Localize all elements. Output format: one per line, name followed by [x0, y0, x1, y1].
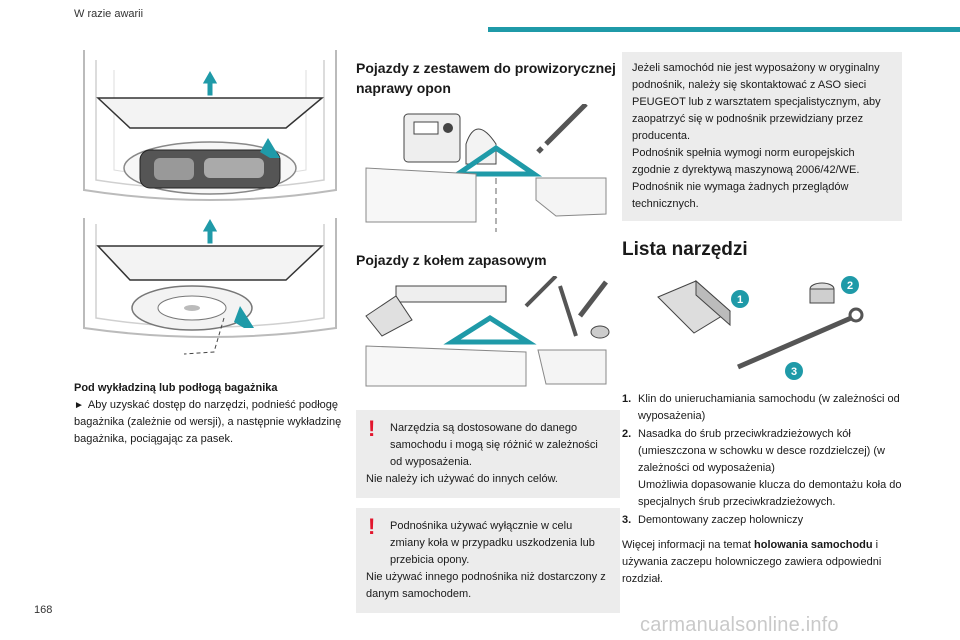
header-accent-bar: [488, 27, 960, 32]
column-left: Pod wykładziną lub podłogą bagażnika ►Ab…: [74, 40, 346, 448]
trunk-spare-wheel-illustration: [83, 218, 337, 355]
warning-tools-text-2: Nie należy ich używać do innych celów.: [366, 473, 558, 485]
caption-text: ►Aby uzyskać dostęp do narzędzi, podnieś…: [74, 397, 346, 448]
spare-wheel-tools-illustration: [365, 276, 610, 387]
info-text-3: Podnośnik nie wymaga żadnych przeglądów …: [632, 181, 849, 210]
more-info-prefix: Więcej informacji na temat: [622, 539, 755, 551]
heading-spare-wheel: Pojazdy z kołem zapasowym: [356, 252, 547, 268]
list-item-number: 3.: [622, 514, 632, 526]
caption-title: Pod wykładziną lub podłogą bagażnika: [74, 382, 278, 394]
info-text-2: Podnośnik spełnia wymogi norm europejski…: [632, 147, 860, 176]
list-item-number: 1.: [622, 393, 632, 405]
page-number: 168: [34, 604, 53, 616]
trunk-floor-illustration: [83, 50, 337, 201]
info-text-1: Jeżeli samochód nie jest wyposażony w or…: [632, 62, 881, 142]
tools-list-heading: Lista narzędzi: [622, 239, 748, 260]
warning-tools-panel: ! Narzędzia są dostosowane do danego sam…: [356, 410, 620, 498]
watermark: carmanualsonline.info: [640, 614, 839, 636]
section-title: W razie awarii: [74, 8, 144, 20]
list-item-extra: Umożliwia dopasowanie klucza do demontaż…: [638, 479, 902, 508]
list-item-text: Demontowany zaczep holowniczy: [638, 514, 804, 526]
badge-3: 3: [791, 366, 797, 378]
repair-kit-tools-illustration: [365, 104, 607, 232]
list-item-text: Nasadka do śrub przeciwkradzieżowych kół…: [638, 428, 885, 474]
warning-tools-text: Narzędzia są dostosowane do danego samoc…: [390, 422, 598, 468]
column-middle: Pojazdy z zestawem do prowizorycznej nap…: [356, 58, 620, 613]
jack-info-panel: Jeżeli samochód nie jest wyposażony w or…: [622, 52, 902, 221]
tools-list: 1. Klin do unieruchamiania samochodu (w …: [622, 391, 902, 529]
list-item: 2. Nasadka do śrub przeciwkradzieżowych …: [622, 426, 902, 511]
heading-repair-kit: Pojazdy z zestawem do prowizorycznej nap…: [356, 60, 616, 96]
caption-body: Aby uzyskać dostęp do narzędzi, podnieść…: [74, 399, 342, 445]
more-info-suffix: i używania zaczepu holowniczego zawiera …: [622, 539, 882, 585]
list-item: 3. Demontowany zaczep holowniczy: [622, 512, 902, 529]
badge-2: 2: [847, 280, 853, 292]
column-right: Jeżeli samochód nie jest wyposażony w or…: [622, 52, 902, 588]
bullet-arrow-icon: ►: [74, 400, 84, 411]
more-info-link-text: holowania samochodu: [754, 539, 873, 551]
warning-jack-panel: ! Podnośnika używać wyłącznie w celu zmi…: [356, 508, 620, 613]
tools-illustration: 1 2 3: [657, 276, 864, 380]
list-item-number: 2.: [622, 428, 632, 440]
more-info-text: Więcej informacji na temat holowania sam…: [622, 537, 902, 588]
warning-icon: !: [368, 514, 376, 539]
warning-jack-text-2: Nie używać innego podnośnika niż dostarc…: [366, 571, 606, 600]
badge-1: 1: [737, 294, 743, 306]
warning-icon: !: [368, 416, 376, 441]
list-item: 1. Klin do unieruchamiania samochodu (w …: [622, 391, 902, 425]
list-item-text: Klin do unieruchamiania samochodu (w zal…: [638, 393, 900, 422]
warning-jack-text: Podnośnika używać wyłącznie w celu zmian…: [390, 520, 595, 566]
